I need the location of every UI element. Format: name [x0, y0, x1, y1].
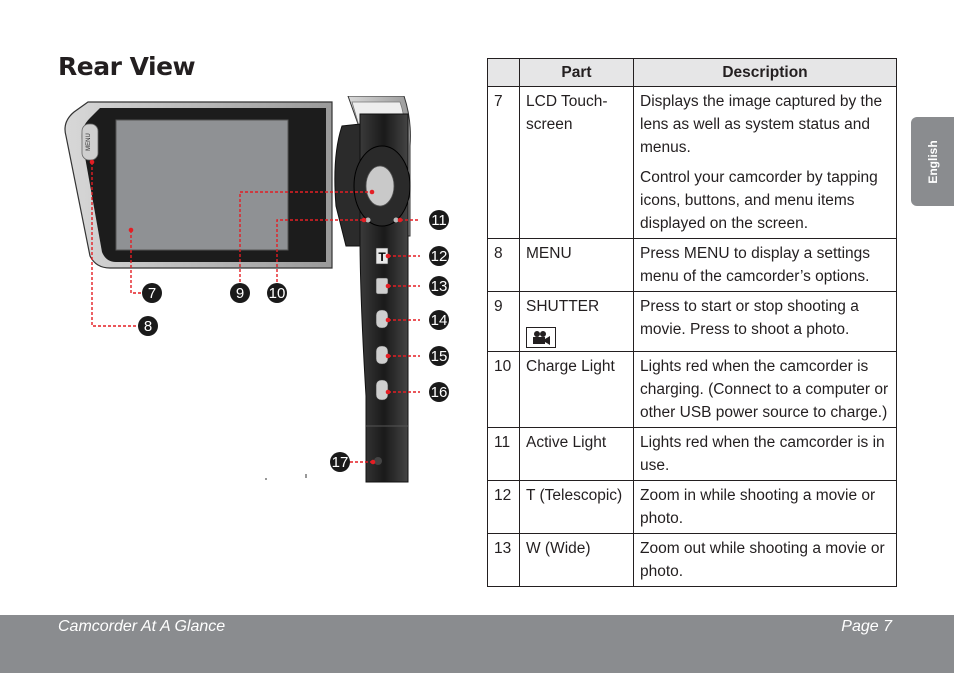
row-number: 11 — [487, 427, 520, 481]
page-footer: Camcorder At A Glance Page 7 — [0, 615, 954, 673]
table-row: 8 MENU Press MENU to display a settings … — [487, 238, 897, 292]
menu-button[interactable]: MENU — [81, 123, 99, 161]
row-description: Zoom out while shooting a movie or photo… — [633, 533, 897, 587]
row-number: 13 — [487, 533, 520, 587]
svg-text:11: 11 — [431, 212, 447, 229]
svg-text:10: 10 — [269, 285, 286, 302]
description-paragraph: Press to start or stop shooting a movie.… — [640, 298, 859, 338]
row-number: 12 — [487, 480, 520, 534]
language-tab: English — [911, 117, 954, 206]
active-light — [393, 217, 399, 223]
header-number — [487, 58, 520, 87]
description-paragraph: Control your camcorder by tapping icons,… — [640, 169, 878, 232]
row-part: SHUTTER — [526, 298, 600, 315]
charge-light — [365, 217, 371, 223]
language-tab-label: English — [925, 139, 940, 184]
svg-text:17: 17 — [332, 454, 349, 471]
svg-text:15: 15 — [431, 348, 448, 365]
zoom-t-label: T — [378, 250, 386, 264]
row-number: 10 — [487, 351, 520, 428]
description-paragraph: Zoom in while shooting a movie or photo. — [640, 487, 876, 527]
lcd-panel: MENU — [64, 101, 333, 269]
row-part: MENU — [519, 238, 634, 292]
menu-button-label: MENU — [86, 133, 92, 151]
svg-text:8: 8 — [144, 318, 152, 335]
row-part: W (Wide) — [519, 533, 634, 587]
table-row: 7 LCD Touch-screen Displays the image ca… — [487, 86, 897, 239]
row-description: Press to start or stop shooting a movie.… — [633, 291, 897, 352]
header-part: Part — [519, 58, 634, 87]
movie-camera-icon — [526, 327, 556, 348]
row-part: T (Telescopic) — [519, 480, 634, 534]
svg-text:13: 13 — [431, 278, 448, 295]
row-part-cell: SHUTTER — [519, 291, 634, 352]
callout-10: 10 — [267, 283, 287, 303]
callout-14-label: 14 — [429, 310, 449, 330]
callout-9: 9 — [230, 283, 250, 303]
row-number: 7 — [487, 86, 520, 239]
table-row: 13 W (Wide) Zoom out while shooting a mo… — [487, 533, 897, 587]
row-number: 9 — [487, 291, 520, 352]
side-button-16[interactable] — [375, 379, 389, 401]
parts-table: Part Description 7 LCD Touch-screen Disp… — [487, 58, 897, 587]
description-paragraph: Lights red when the camcorder is chargin… — [640, 358, 889, 421]
callout-7: 7 — [142, 283, 162, 303]
table-row: 12 T (Telescopic) Zoom in while shooting… — [487, 480, 897, 534]
table-row: 10 Charge Light Lights red when the camc… — [487, 351, 897, 428]
camcorder-body: T — [265, 96, 411, 483]
description-paragraph: Lights red when the camcorder is in use. — [640, 434, 885, 474]
svg-text:7: 7 — [148, 285, 156, 302]
row-description: Lights red when the camcorder is in use. — [633, 427, 897, 481]
svg-text:14: 14 — [431, 312, 448, 329]
description-paragraph: Displays the image captured by the lens … — [640, 93, 883, 156]
footer-page-number: Page 7 — [841, 618, 892, 635]
header-description: Description — [633, 58, 897, 87]
shutter-button[interactable] — [365, 165, 395, 207]
footer-section-title: Camcorder At A Glance — [58, 618, 226, 635]
table-row: 11 Active Light Lights red when the camc… — [487, 427, 897, 481]
callout-17: 17 — [330, 452, 350, 472]
svg-text:12: 12 — [431, 248, 448, 265]
row-description: Press MENU to display a settings menu of… — [633, 238, 897, 292]
row-description: Displays the image captured by the lens … — [633, 86, 897, 239]
svg-text:16: 16 — [431, 384, 448, 401]
row-part: LCD Touch-screen — [519, 86, 634, 239]
svg-text:9: 9 — [236, 285, 244, 302]
camcorder-rear-diagram: MENU T — [64, 96, 420, 483]
leader-lines — [91, 162, 420, 463]
speaker-grille — [374, 457, 382, 465]
callout-12-label: 12 — [429, 246, 449, 266]
lcd-touchscreen — [115, 119, 289, 251]
right-callouts: 11 12 13 14 15 16 — [429, 210, 449, 402]
table-header-row: Part Description — [487, 58, 897, 87]
callout-8: 8 — [138, 316, 158, 336]
row-number: 8 — [487, 238, 520, 292]
row-part: Charge Light — [519, 351, 634, 428]
row-description: Lights red when the camcorder is chargin… — [633, 351, 897, 428]
description-paragraph: Press MENU to display a settings menu of… — [640, 245, 871, 285]
callout-13-label: 13 — [429, 276, 449, 296]
callout-16-label: 16 — [429, 382, 449, 402]
row-description: Zoom in while shooting a movie or photo. — [633, 480, 897, 534]
table-row: 9 SHUTTER Press to start or stop shootin… — [487, 291, 897, 352]
page-title: Rear View — [58, 52, 196, 81]
description-paragraph: Zoom out while shooting a movie or photo… — [640, 540, 885, 580]
leader-dots — [89, 159, 403, 465]
callout-15-label: 15 — [429, 346, 449, 366]
callout-11-label: 11 — [429, 210, 449, 230]
row-part: Active Light — [519, 427, 634, 481]
